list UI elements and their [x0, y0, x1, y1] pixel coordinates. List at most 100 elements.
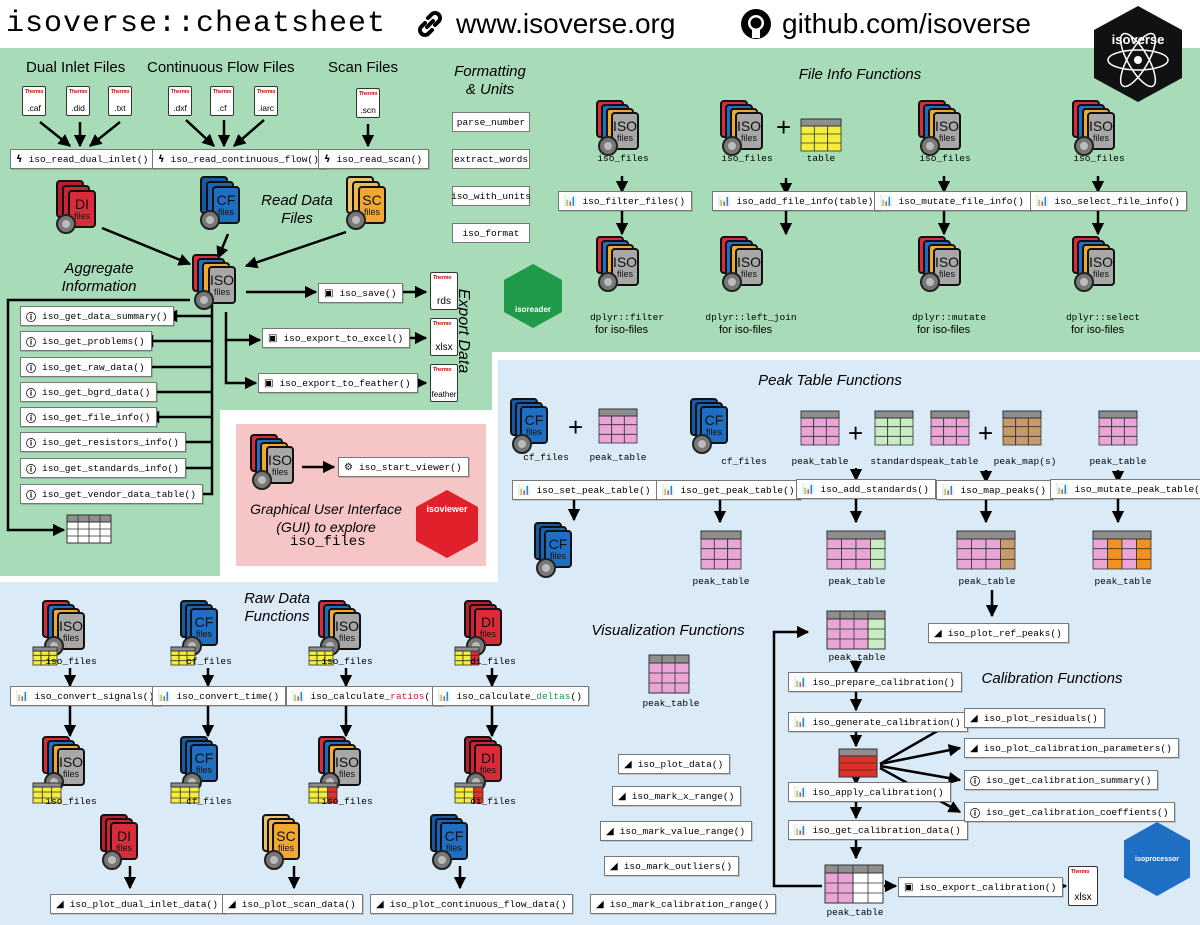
peak-output-label: peak_table: [828, 576, 886, 587]
peak-map-table: [1002, 410, 1042, 446]
select-file-info-function[interactable]: 📊iso_select_file_info(): [1030, 191, 1187, 211]
viz-function[interactable]: ◢iso_mark_outliers(): [604, 856, 740, 876]
mutate-peak-table-function[interactable]: 📊iso_mutate_peak_table(): [1050, 479, 1200, 499]
peak-table-output: [956, 530, 1016, 570]
raw-table: [32, 646, 58, 666]
formatting-function[interactable]: iso_format: [452, 223, 530, 243]
formatting-function[interactable]: extract_words: [452, 149, 530, 169]
gears-icon: ⚙: [344, 461, 353, 473]
add-standards-function[interactable]: 📊iso_add_standards(): [796, 479, 936, 499]
dxf-file-icon: .dxf: [168, 86, 192, 116]
calib-final-label: peak_table: [826, 907, 884, 918]
iarc-file-icon: .iarc: [254, 86, 278, 116]
raw-input-label: di_files: [470, 656, 516, 667]
convert-time-function[interactable]: 📊iso_convert_time(): [152, 686, 287, 706]
raw-table: [32, 782, 62, 804]
fn-label: iso_mutate_peak_table(): [1074, 483, 1200, 495]
stack-sublabel: files: [195, 629, 212, 639]
calib-output-function[interactable]: ◢iso_plot_residuals(): [964, 708, 1105, 728]
viz-function[interactable]: ◢iso_mark_x_range(): [612, 786, 742, 806]
convert-signals-function[interactable]: 📊iso_convert_signals(): [10, 686, 162, 706]
viz-function[interactable]: ◢iso_mark_calibration_range(): [590, 894, 777, 914]
stack-label: ISO: [58, 618, 84, 634]
fn-label: iso_plot_scan_data(): [241, 898, 356, 910]
fn-label: iso_save(): [339, 287, 397, 299]
plot-dual-inlet-function[interactable]: ◢iso_plot_dual_inlet_data(): [50, 894, 225, 914]
export-feather-function[interactable]: ▣iso_export_to_feather(): [258, 373, 418, 393]
fn-label: iso_start_viewer(): [358, 461, 462, 473]
area-chart-icon: ◢: [624, 758, 632, 770]
map-peaks-function[interactable]: 📊iso_map_peaks(): [936, 480, 1053, 500]
plus-sign: +: [978, 418, 994, 448]
formatting-function[interactable]: parse_number: [452, 112, 530, 132]
mutate-file-info-function[interactable]: 📊iso_mutate_file_info(): [874, 191, 1031, 211]
peak-input-label: peak_table: [791, 456, 849, 467]
fn-label: iso_get_vendor_data_table(): [42, 488, 196, 500]
save-icon: ▣: [324, 287, 334, 299]
viz-function[interactable]: ◢iso_plot_data(): [618, 754, 731, 774]
bar-chart-icon: 📊: [16, 690, 29, 702]
plus-sign: +: [568, 412, 584, 442]
fn-label: iso_plot_ref_peaks(): [947, 627, 1062, 639]
add-file-info-function[interactable]: 📊 iso_add_file_info(table): [712, 191, 881, 211]
plot-continuous-flow-function[interactable]: ◢iso_plot_continuous_flow_data(): [370, 894, 574, 914]
plot-scan-function[interactable]: ◢iso_plot_scan_data(): [222, 894, 363, 914]
fn-label: iso_get_calibration_data(): [812, 824, 961, 836]
export-calibration-function[interactable]: ▣iso_export_calibration(): [898, 877, 1064, 897]
calib-chain-function[interactable]: 📊 iso_get_calibration_data(): [788, 820, 968, 840]
calib-chain-function[interactable]: 📊iso_generate_calibration(): [788, 712, 968, 732]
fn-label: iso_plot_residuals(): [983, 712, 1098, 724]
fn-label: iso_convert_time(): [176, 690, 280, 702]
get-peak-table-function[interactable]: 📊iso_get_peak_table(): [656, 480, 802, 500]
calib-chain-function[interactable]: 📊iso_apply_calibration(): [788, 782, 951, 802]
area-chart-icon: ◢: [376, 898, 384, 910]
bar-chart-icon: 📊: [794, 824, 807, 836]
start-viewer-function[interactable]: ⚙ iso_start_viewer(): [338, 457, 469, 477]
fn-label: iso_get_resistors_info(): [42, 436, 179, 448]
set-peak-table-function[interactable]: 📊iso_set_peak_table(): [512, 480, 658, 500]
file-info-dplyr-label: dplyr::select: [1065, 312, 1141, 323]
plot-ref-peaks-function[interactable]: ◢iso_plot_ref_peaks(): [928, 623, 1069, 643]
calculate-deltas-function[interactable]: 📊iso_calculate_deltas(): [432, 686, 589, 706]
calib-output-function[interactable]: ◢iso_plot_calibration_parameters(): [964, 738, 1179, 758]
stack-sublabel: files: [549, 551, 566, 561]
file-info-input-label: iso_files: [721, 153, 773, 164]
calculate-ratios-function[interactable]: 📊iso_calculate_ratios(): [286, 686, 443, 706]
website-link[interactable]: www.isoverse.org: [414, 0, 675, 48]
viz-function[interactable]: ◢iso_mark_value_range(): [600, 821, 753, 841]
formatting-function[interactable]: iso_with_units: [451, 186, 531, 206]
fn-label: iso_get_bgrd_data(): [42, 386, 151, 398]
bar-chart-icon: 📊: [718, 195, 731, 207]
calib-chain-function[interactable]: 📊iso_prepare_calibration(): [788, 672, 962, 692]
export-excel-function[interactable]: ▣iso_export_to_excel(): [262, 328, 411, 348]
github-link[interactable]: github.com/isoverse: [740, 0, 1031, 48]
stack-label: ISO: [612, 254, 638, 270]
bar-chart-icon: 📊: [802, 483, 815, 495]
save-function[interactable]: ▣ iso_save(): [318, 283, 404, 303]
filter-files-function[interactable]: 📊iso_filter_files(): [558, 191, 693, 211]
raw-table: [308, 782, 338, 804]
fn-label: iso_add_file_info(table): [736, 195, 874, 207]
peak-table-input: [1098, 410, 1138, 446]
file-info-dplyr-label: dplyr::filter: [589, 312, 665, 323]
peak-input-label: peak_table: [589, 452, 647, 463]
viz-input-table: [648, 654, 690, 694]
